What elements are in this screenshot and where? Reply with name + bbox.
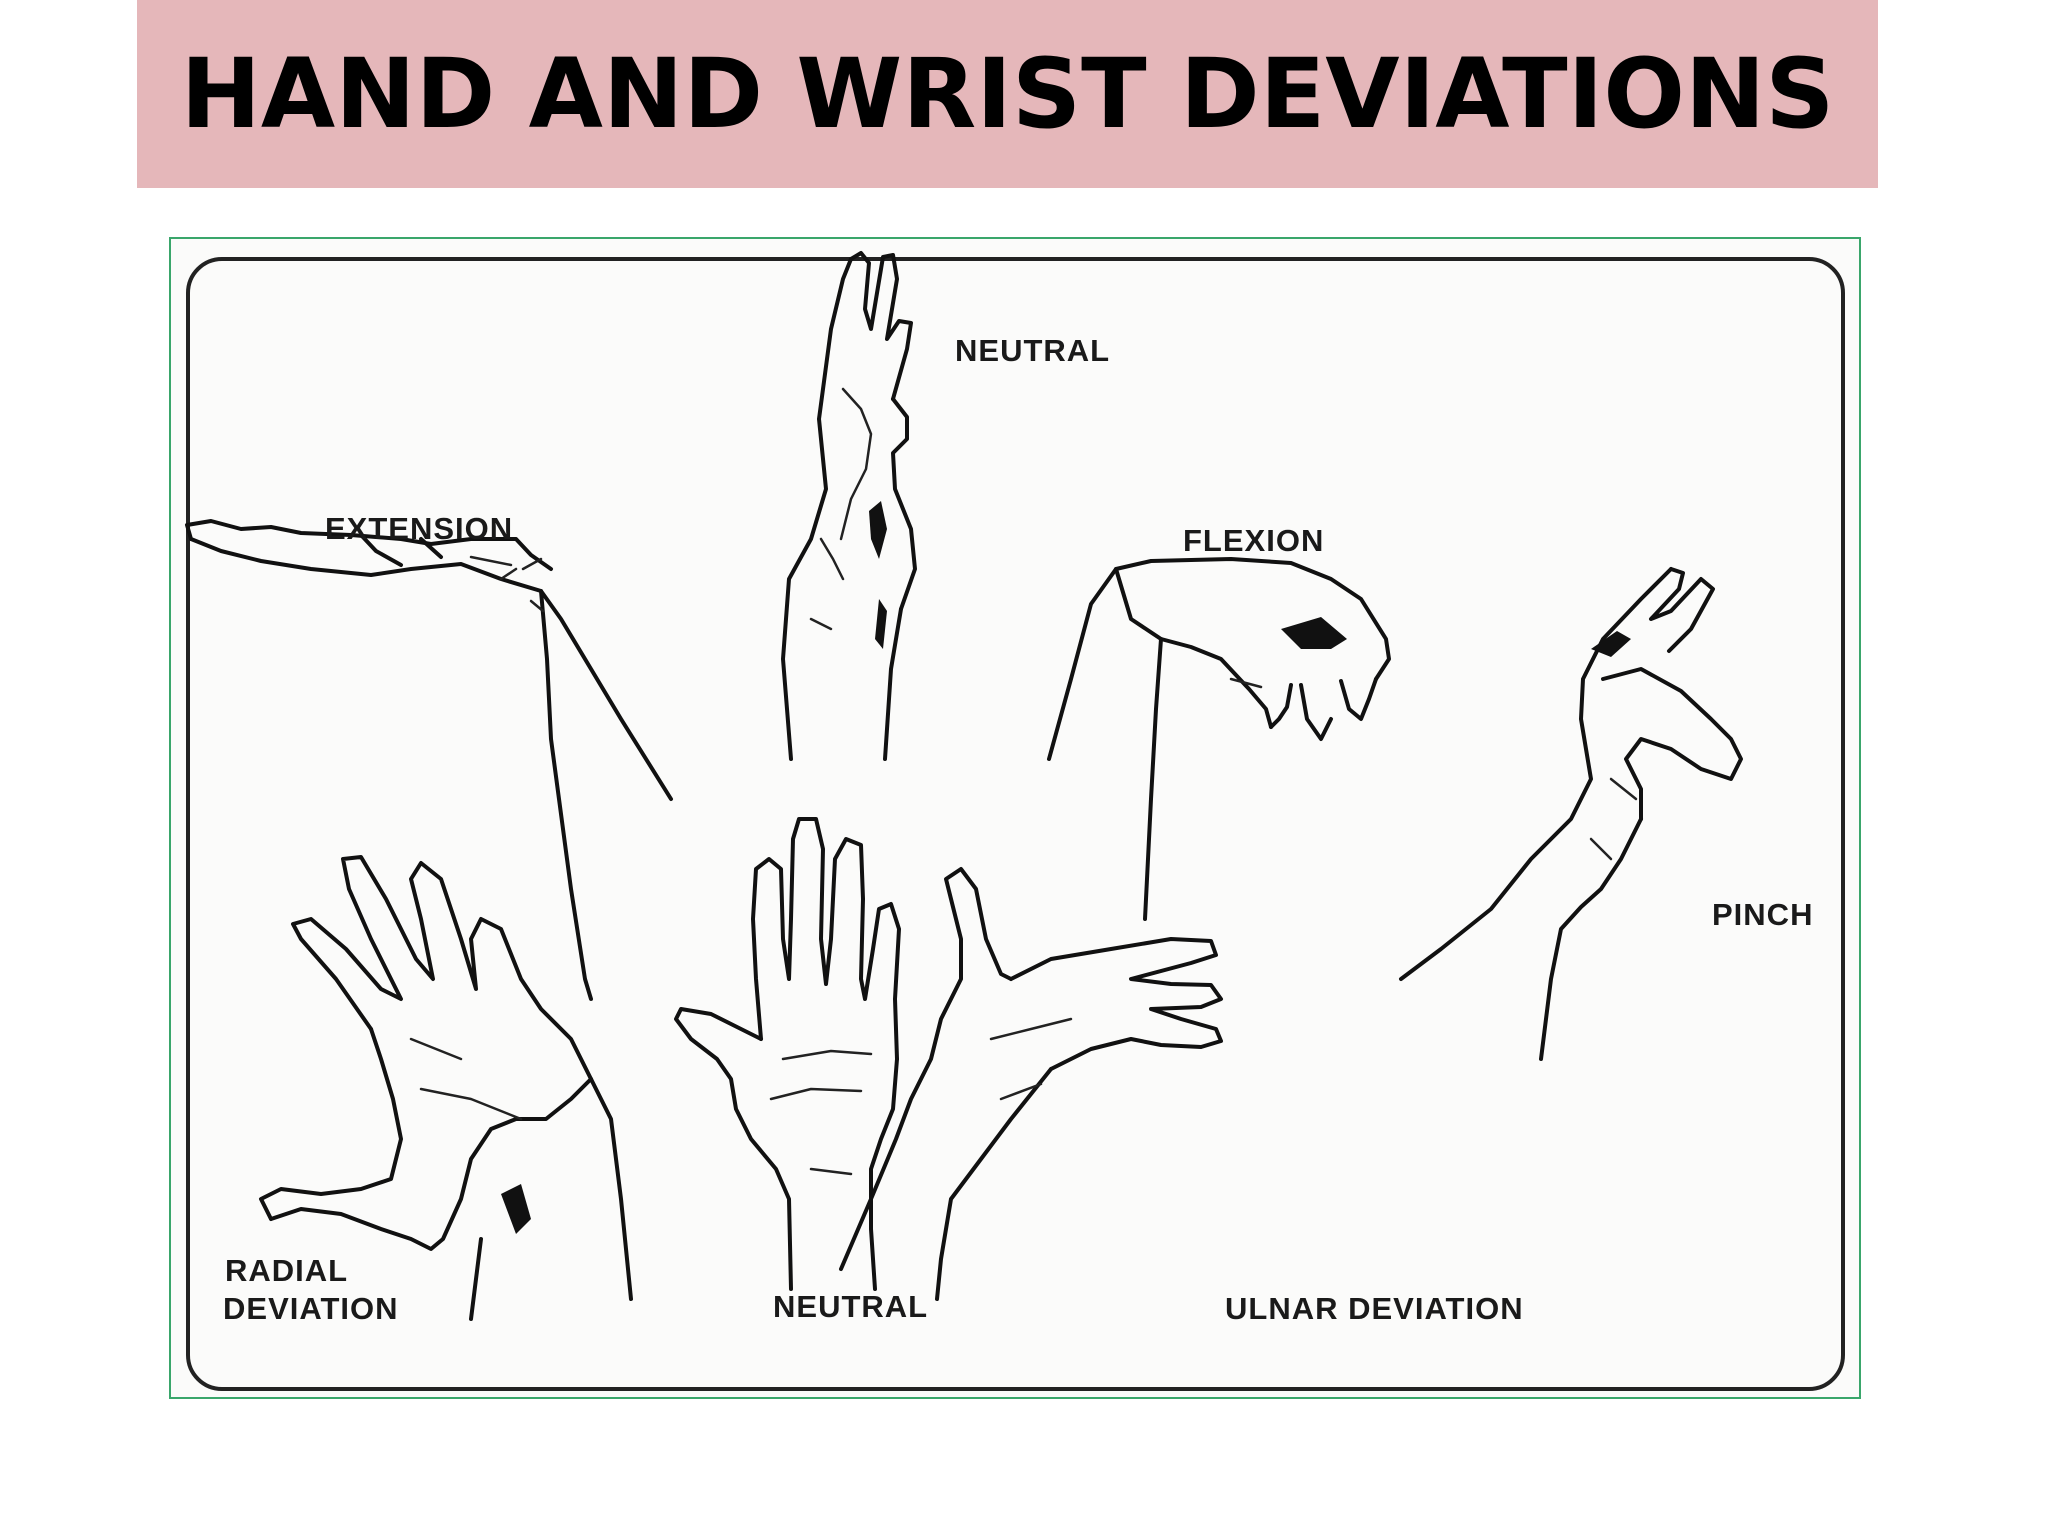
hand-drawing-svg: NEUTRAL EXTENSION FLEXION PINCH RADIAL D… <box>185 251 1845 1391</box>
label-neutral-top: NEUTRAL <box>955 333 1110 368</box>
label-radial-deviation-line2: DEVIATION <box>223 1291 399 1326</box>
label-neutral-bottom: NEUTRAL <box>773 1289 928 1324</box>
neutral-palm-hand-drawing <box>674 817 901 1291</box>
label-radial-deviation-line1: RADIAL <box>225 1253 348 1288</box>
label-ulnar-deviation: ULNAR DEVIATION <box>1225 1291 1524 1326</box>
flexion-hand-drawing <box>1047 557 1391 921</box>
inner-border <box>186 257 1845 1391</box>
slide-title: HAND AND WRIST DEVIATIONS <box>180 38 1835 150</box>
label-pinch: PINCH <box>1712 897 1813 932</box>
extension-hand-drawing <box>185 519 673 1001</box>
pinch-hand-drawing <box>1399 567 1743 1061</box>
label-extension: EXTENSION <box>325 511 513 546</box>
hand-wrist-figure: NEUTRAL EXTENSION FLEXION PINCH RADIAL D… <box>169 237 1861 1399</box>
title-band: HAND AND WRIST DEVIATIONS <box>137 0 1878 188</box>
ulnar-deviation-hand-drawing <box>839 867 1223 1301</box>
label-flexion: FLEXION <box>1183 523 1324 558</box>
neutral-side-hand-drawing <box>781 251 917 761</box>
radial-deviation-hand-drawing <box>259 855 633 1321</box>
